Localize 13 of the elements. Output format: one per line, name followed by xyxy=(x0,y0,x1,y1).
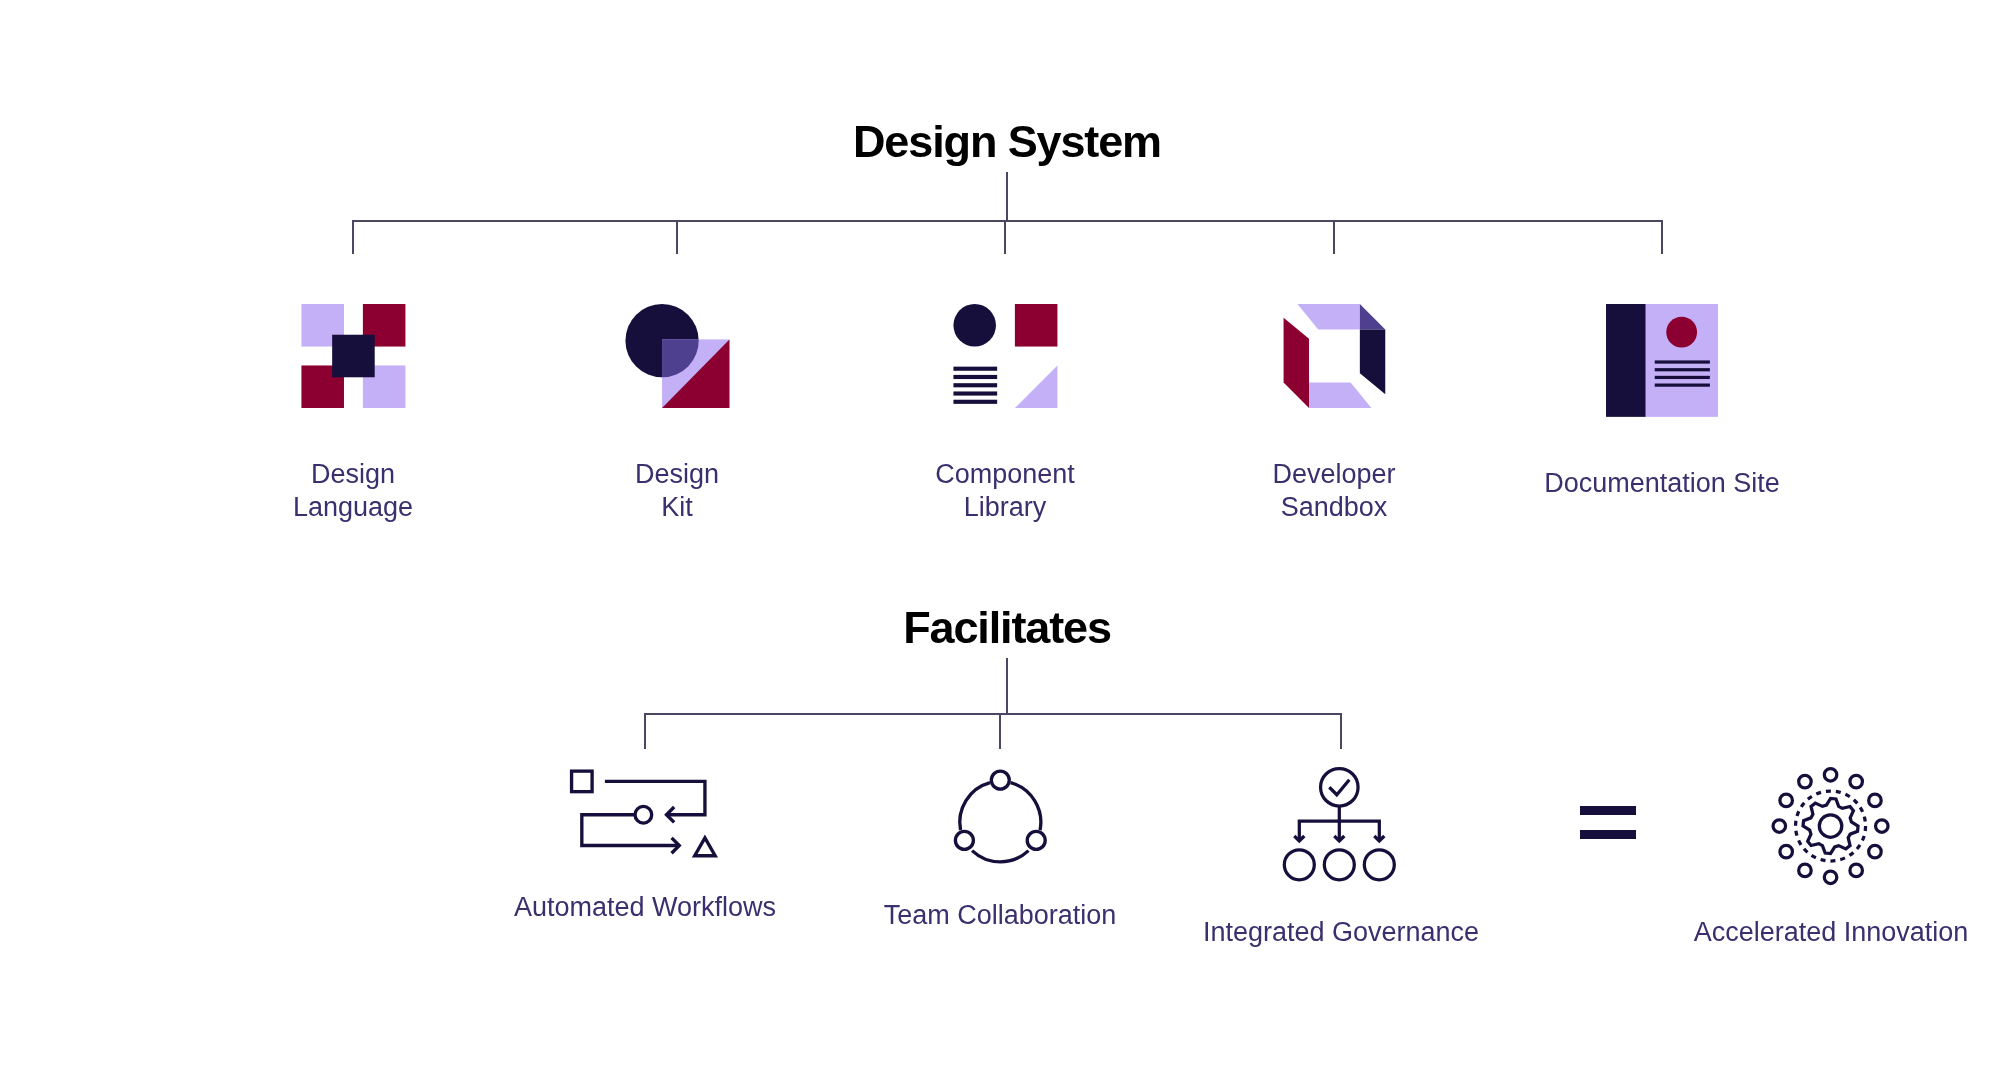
item-label: Accelerated Innovation xyxy=(1693,916,1969,949)
item-label: Documentation Site xyxy=(1544,466,1780,500)
item-label: Design Kit xyxy=(633,458,720,524)
item-label: Integrated Governance xyxy=(1202,916,1480,949)
item-label: Automated Workflows xyxy=(513,890,777,924)
item-label: Design Language xyxy=(291,458,415,524)
item-label: Team Collaboration xyxy=(883,898,1117,932)
bracket-line xyxy=(1006,171,1663,255)
section-heading: Facilitates xyxy=(903,601,1111,656)
item-label: Component Library xyxy=(934,458,1076,524)
item-label: Developer Sandbox xyxy=(1271,458,1397,524)
section-heading: Design System xyxy=(853,115,1161,170)
bracket-line xyxy=(1006,657,1342,750)
